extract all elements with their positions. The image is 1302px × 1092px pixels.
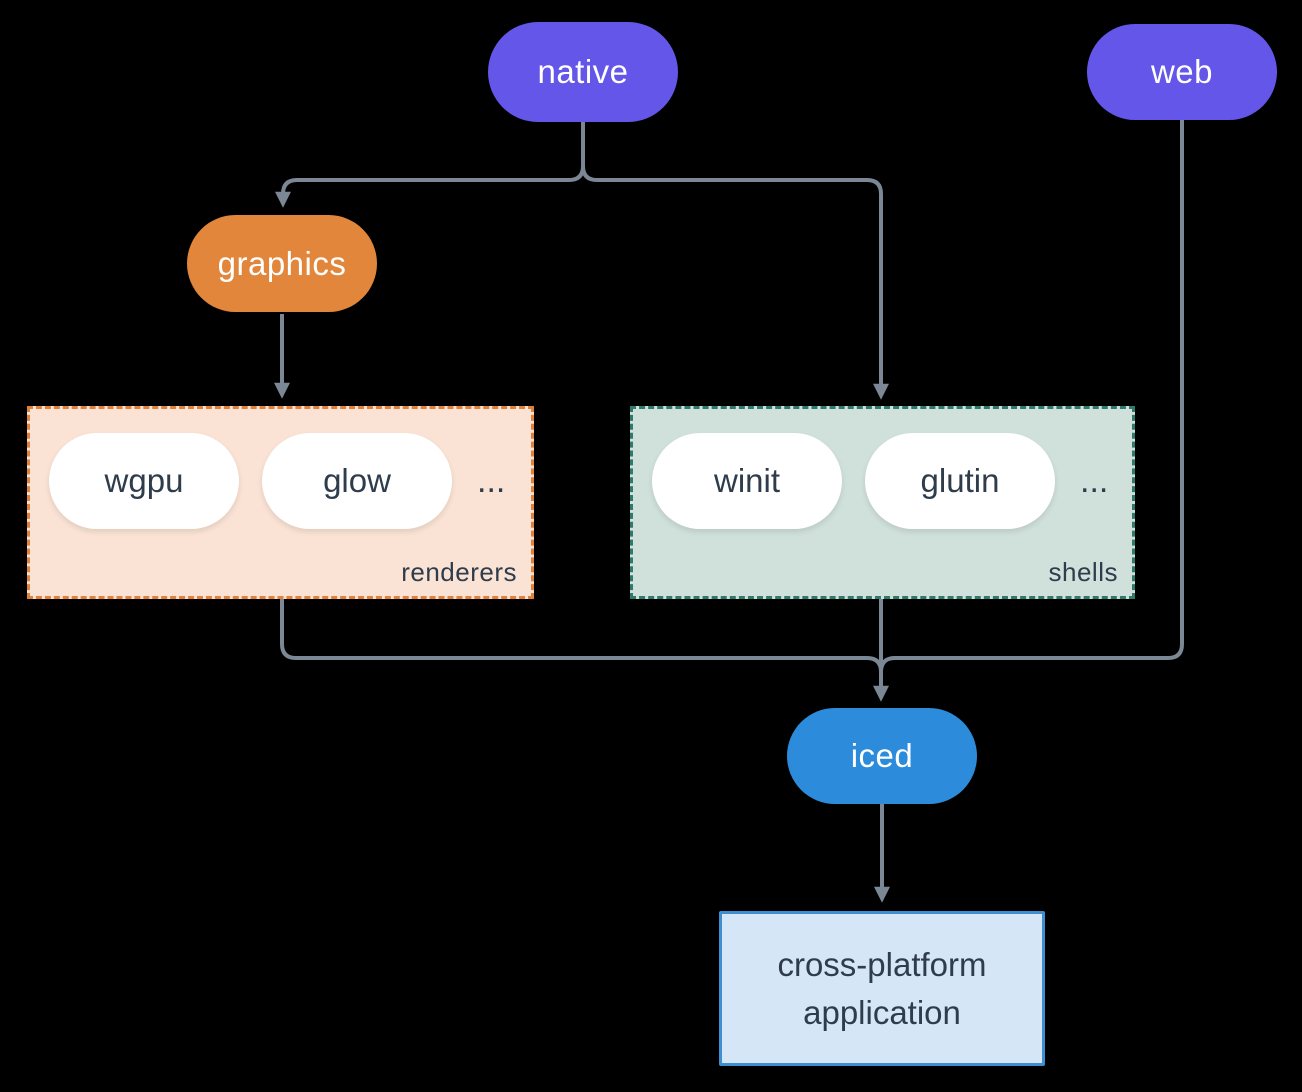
node-graphics-label: graphics bbox=[217, 244, 347, 282]
node-graphics: graphics bbox=[187, 215, 377, 312]
edge-native-shells bbox=[581, 122, 889, 400]
edge-native-graphics bbox=[275, 122, 585, 208]
edge-renderers-merge bbox=[280, 599, 883, 673]
node-wgpu: wgpu bbox=[49, 433, 239, 529]
node-glutin-label: glutin bbox=[920, 462, 1000, 499]
group-shells: winit glutin ... shells bbox=[630, 406, 1135, 599]
renderers-ellipsis: ... bbox=[477, 462, 506, 500]
node-web: web bbox=[1087, 24, 1277, 120]
node-wgpu-label: wgpu bbox=[104, 462, 184, 499]
node-app-label: cross-platform application bbox=[777, 945, 987, 1031]
node-winit: winit bbox=[652, 433, 842, 529]
group-renderers: wgpu glow ... renderers bbox=[27, 406, 534, 599]
node-iced: iced bbox=[787, 708, 977, 804]
node-glow-label: glow bbox=[323, 462, 391, 499]
shells-group-label: shells bbox=[1048, 557, 1118, 587]
shells-ellipsis: ... bbox=[1080, 462, 1109, 500]
node-glow: glow bbox=[262, 433, 452, 529]
renderers-row: wgpu glow ... bbox=[30, 409, 531, 529]
renderers-group-label: renderers bbox=[401, 557, 517, 587]
node-winit-label: winit bbox=[713, 462, 781, 499]
node-web-label: web bbox=[1150, 53, 1214, 90]
node-native: native bbox=[488, 22, 678, 122]
node-iced-label: iced bbox=[850, 737, 914, 774]
shells-row: winit glutin ... bbox=[633, 409, 1132, 529]
node-glutin: glutin bbox=[865, 433, 1055, 529]
node-cross-platform-application: cross-platform application bbox=[719, 911, 1045, 1066]
node-native-label: native bbox=[537, 53, 629, 90]
